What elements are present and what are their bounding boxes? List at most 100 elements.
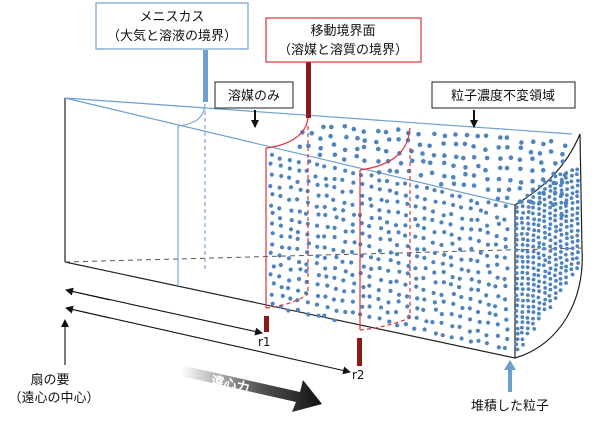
sediment-particle xyxy=(570,246,575,251)
particle xyxy=(394,279,399,284)
particle xyxy=(421,236,426,241)
sediment-particle xyxy=(543,286,548,290)
meniscus-label: メニスカス xyxy=(139,10,204,25)
particle xyxy=(286,308,291,313)
particle xyxy=(376,296,381,302)
particle xyxy=(349,249,355,255)
particle xyxy=(503,244,508,249)
particle xyxy=(270,301,275,306)
particle xyxy=(439,312,444,317)
sediment-particle xyxy=(532,282,536,287)
sediment-particle xyxy=(531,233,536,238)
sediment-particle xyxy=(564,225,569,229)
sediment-particle xyxy=(531,195,536,199)
particle xyxy=(376,159,381,164)
sediment-particle xyxy=(559,183,563,188)
sediment-particle xyxy=(520,220,524,225)
particle xyxy=(497,165,503,171)
sediment-particle xyxy=(570,185,575,190)
particle xyxy=(322,313,327,318)
sediment-particle xyxy=(547,232,552,237)
particle xyxy=(494,234,499,239)
particle xyxy=(468,339,473,344)
sediment-particle xyxy=(543,258,548,263)
sediment-particle xyxy=(570,173,574,178)
particle xyxy=(439,242,444,248)
particle xyxy=(296,288,301,293)
sediment-particle xyxy=(547,226,552,231)
sediment-particle xyxy=(558,281,563,286)
r1-arrow-start xyxy=(65,287,111,301)
sediment-particle xyxy=(525,293,530,297)
particle xyxy=(396,127,401,132)
particle xyxy=(477,319,482,325)
particle xyxy=(367,304,372,309)
sediment-particle xyxy=(570,272,575,277)
particle xyxy=(433,280,438,285)
sediment-pointer xyxy=(504,360,516,392)
sediment-particle xyxy=(559,222,563,227)
particle xyxy=(448,255,453,260)
particle xyxy=(332,318,337,323)
sediment-particle xyxy=(520,320,525,324)
particle xyxy=(439,292,444,297)
particle xyxy=(349,189,354,194)
particle xyxy=(471,183,477,188)
particle xyxy=(530,156,535,161)
particle xyxy=(359,253,364,258)
particle xyxy=(318,136,323,141)
sediment-particle xyxy=(558,228,563,232)
sediment-particle xyxy=(565,187,569,192)
particle xyxy=(471,173,477,178)
particle xyxy=(268,272,273,277)
particle xyxy=(360,193,365,198)
particle xyxy=(413,266,418,271)
particle xyxy=(528,149,534,155)
sediment-particle xyxy=(553,174,558,179)
particle xyxy=(450,275,455,280)
sediment-particle xyxy=(553,186,557,191)
particle xyxy=(403,193,408,198)
particle xyxy=(387,319,392,324)
sediment-particle xyxy=(558,288,563,293)
particle xyxy=(350,222,355,227)
particle xyxy=(537,151,543,156)
particle xyxy=(377,316,382,321)
sediment-particle xyxy=(575,167,580,172)
particle xyxy=(460,305,465,311)
particle xyxy=(418,173,424,178)
particle xyxy=(314,261,319,266)
sediment-particle xyxy=(570,213,575,217)
sediment-particle xyxy=(553,235,558,240)
sediment-particle xyxy=(520,204,525,209)
particle xyxy=(483,167,488,173)
particle xyxy=(306,143,311,149)
solvent-only-label-box: 溶媒のみ xyxy=(214,81,294,109)
particle xyxy=(368,255,374,260)
sediment-particle xyxy=(532,228,537,233)
particle xyxy=(421,307,426,312)
particle xyxy=(394,310,399,315)
particle xyxy=(269,221,275,226)
sediment-particle xyxy=(558,244,563,249)
particle xyxy=(539,160,544,165)
r2-label: r2 xyxy=(352,368,365,382)
particle xyxy=(289,218,294,223)
particle xyxy=(404,294,410,299)
sediment-particle xyxy=(565,180,570,185)
particle xyxy=(331,197,336,202)
particle xyxy=(483,133,489,139)
sediment-particle xyxy=(569,267,574,272)
particle xyxy=(388,237,393,242)
particle xyxy=(334,308,339,313)
particle xyxy=(449,312,454,317)
particle xyxy=(414,276,419,281)
r2-arrow xyxy=(65,307,351,375)
particle xyxy=(271,281,276,286)
particle xyxy=(322,245,327,250)
sediment-particle xyxy=(575,211,580,216)
sediment-particle xyxy=(526,305,531,309)
particle xyxy=(385,199,390,204)
sediment-particle xyxy=(514,320,519,324)
sediment-particle xyxy=(537,206,541,211)
